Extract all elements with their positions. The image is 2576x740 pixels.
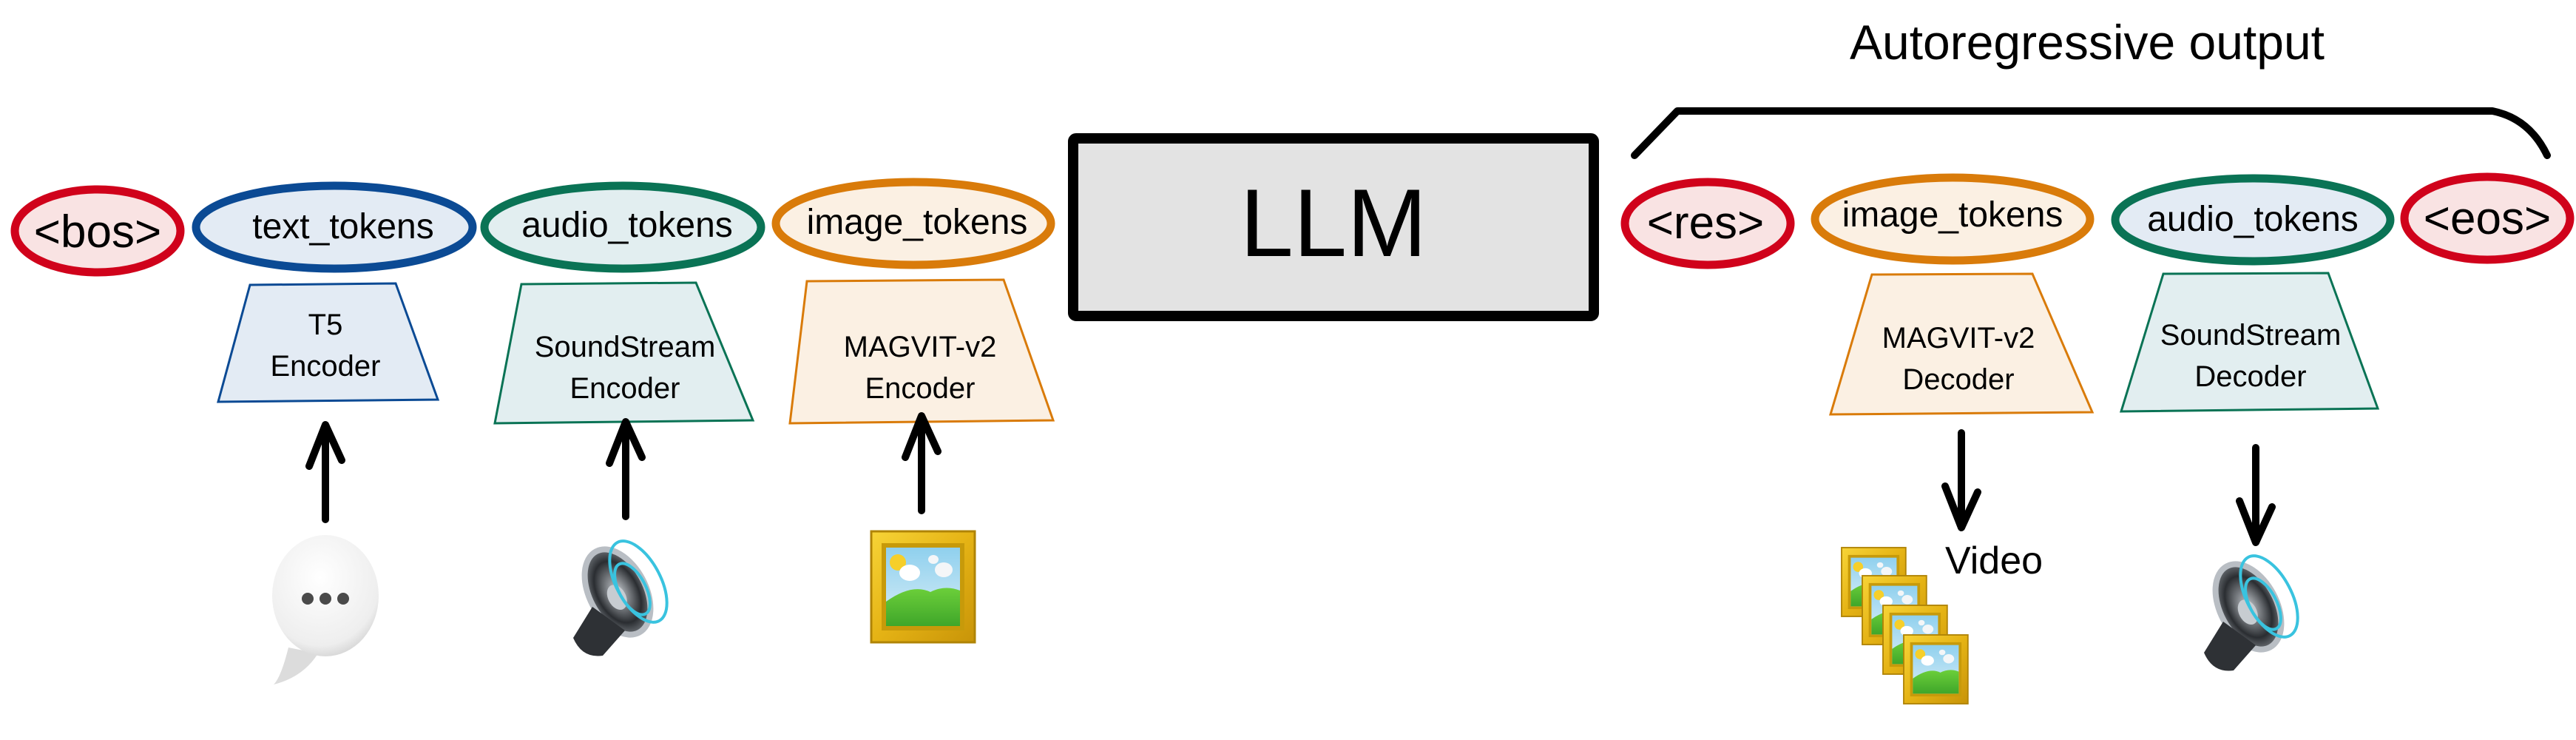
decoder-line1: MAGVIT-v2 bbox=[1882, 322, 2035, 354]
framed-picture-icon bbox=[870, 530, 976, 644]
input-token-image: image_tokens bbox=[771, 178, 1055, 269]
autoregressive-output-title: Autoregressive output bbox=[1850, 15, 2325, 70]
input-token-bos: <bos> bbox=[10, 185, 185, 277]
llm-block: LLM bbox=[1068, 133, 1599, 321]
encoder-soundstream: SoundStream Encoder bbox=[493, 281, 755, 425]
llm-label: LLM bbox=[1240, 169, 1427, 277]
decoder-line1: SoundStream bbox=[2160, 319, 2342, 352]
decoder-magvit: MAGVIT-v2 Decoder bbox=[1828, 272, 2095, 416]
speaker-icon bbox=[2202, 547, 2309, 671]
encoder-line2: Encoder bbox=[570, 372, 680, 405]
token-label: text_tokens bbox=[252, 207, 433, 246]
encoder-line1: SoundStream bbox=[535, 331, 716, 363]
arrow-up-icon bbox=[309, 425, 342, 519]
output-bracket bbox=[1631, 107, 2551, 159]
token-label: <eos> bbox=[2424, 193, 2551, 244]
output-token-image: image_tokens bbox=[1811, 173, 2095, 265]
encoder-line2: Encoder bbox=[865, 372, 976, 405]
arrow-up-icon bbox=[905, 416, 938, 511]
decoder-soundstream: SoundStream Decoder bbox=[2119, 272, 2380, 413]
decoder-line2: Decoder bbox=[1902, 363, 2014, 396]
output-token-eos: <eos> bbox=[2400, 172, 2575, 264]
arrow-down-icon bbox=[2239, 448, 2272, 542]
video-caption: Video bbox=[1945, 539, 2043, 582]
speaker-icon bbox=[571, 532, 678, 656]
output-token-audio: audio_tokens bbox=[2111, 174, 2395, 266]
output-token-res: <res> bbox=[1620, 178, 1795, 269]
encoder-line1: T5 bbox=[308, 309, 343, 341]
encoder-t5: T5 Encoder bbox=[217, 282, 440, 403]
token-label: audio_tokens bbox=[2147, 200, 2359, 239]
input-token-audio: audio_tokens bbox=[480, 181, 765, 273]
arrow-up-icon bbox=[609, 422, 642, 517]
arrow-down-icon bbox=[1945, 433, 1978, 528]
encoder-line1: MAGVIT-v2 bbox=[844, 331, 997, 363]
decoder-line2: Decoder bbox=[2194, 360, 2306, 393]
encoder-magvit: MAGVIT-v2 Encoder bbox=[788, 278, 1055, 425]
encoder-line2: Encoder bbox=[271, 350, 381, 383]
speech-bubble-icon bbox=[272, 535, 379, 684]
token-label: image_tokens bbox=[807, 203, 1028, 242]
token-label: audio_tokens bbox=[521, 206, 733, 245]
token-label: <res> bbox=[1647, 198, 1765, 249]
token-label: <bos> bbox=[34, 206, 161, 258]
token-label: image_tokens bbox=[1842, 195, 2063, 235]
input-token-text: text_tokens bbox=[192, 181, 477, 273]
